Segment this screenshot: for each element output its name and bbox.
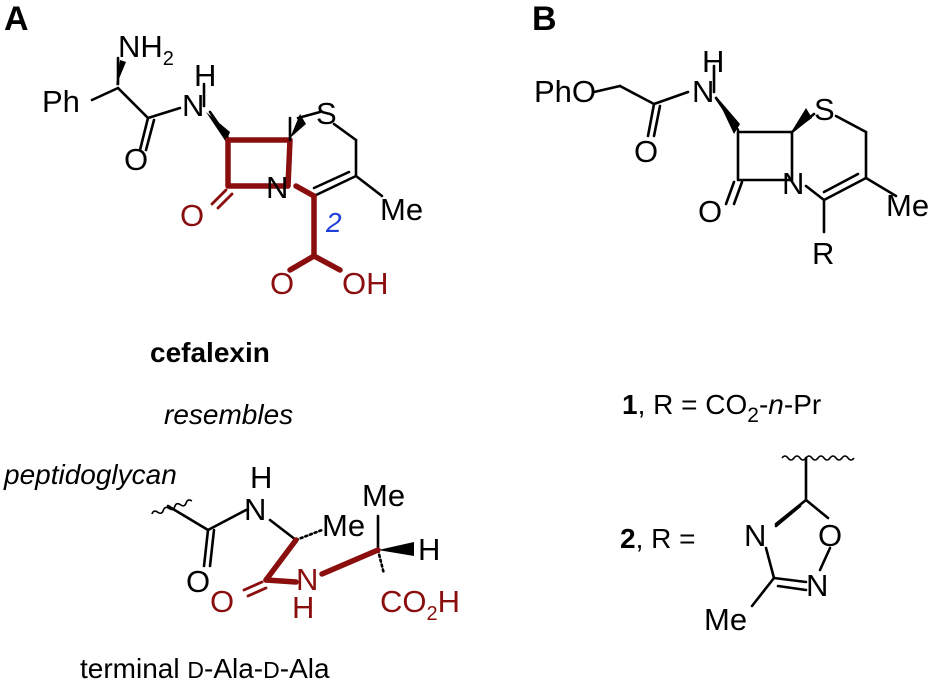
atom-oh: OH — [342, 266, 389, 301]
atom-h-dala: H — [250, 460, 272, 495]
atom-o-lactam: O — [180, 198, 204, 233]
atom-o-b: O — [634, 134, 658, 169]
wedge-bond-3 — [116, 60, 126, 86]
atom-me: Me — [380, 192, 423, 227]
oxadiazole-structure — [750, 455, 855, 608]
atom-n2-oxadiazole: N — [806, 568, 828, 603]
atom-o-dala-red: O — [210, 584, 234, 619]
terminal-label: terminal D-Ala-D-Ala — [80, 653, 330, 684]
panel-b-label: B — [532, 0, 557, 38]
atom-s: S — [316, 96, 337, 131]
highlighted-bonds — [210, 137, 343, 273]
atom-o-lactam-b: O — [698, 194, 722, 229]
atom-me-oxadiazole: Me — [704, 602, 747, 637]
atom-o-dala: O — [186, 564, 210, 599]
atom-ph: Ph — [42, 84, 80, 119]
atom-co2h: CO2H — [380, 584, 460, 625]
atom-s-b: S — [814, 92, 835, 127]
atom-me-dala: Me — [322, 508, 365, 543]
compound-1-label: 1, R = CO2-n-Pr — [622, 389, 821, 427]
compound-name: cefalexin — [150, 337, 270, 368]
atom-n-dala-red: N — [296, 562, 318, 597]
atom-n-ring: N — [266, 170, 288, 205]
dala-highlight — [242, 537, 381, 598]
compound-2-label: 2, R = — [620, 523, 696, 554]
atom-o: O — [124, 142, 148, 177]
dala-dala-structure — [151, 499, 386, 576]
atom-me-dala-2: Me — [362, 478, 405, 513]
atom-n-ring-b: N — [782, 166, 804, 201]
atom-o-oxadiazole: O — [818, 518, 842, 553]
atom-n-oxadiazole: N — [744, 518, 766, 553]
atom-pho: PhO — [534, 74, 596, 109]
locant-2: 2 — [325, 207, 342, 238]
wedge-bond-b — [716, 96, 740, 134]
peptidoglycan-label: peptidoglycan — [3, 459, 177, 490]
resembles-text: resembles — [164, 399, 293, 430]
cefalexin-structure — [90, 56, 384, 198]
atom-h-dala-2: H — [418, 532, 440, 567]
wedge-bond-b-2 — [790, 108, 812, 134]
atom-n-dala: N — [244, 492, 266, 527]
panel-a-label: A — [4, 0, 29, 38]
atom-o-acid: O — [270, 266, 294, 301]
wedge-bond — [206, 112, 230, 142]
atom-n: N — [182, 88, 204, 123]
wedge-bond-dala — [378, 542, 414, 556]
atom-r: R — [812, 236, 834, 271]
atom-nh2: NH2 — [118, 29, 174, 70]
atom-h-b: H — [702, 44, 724, 79]
atom-n-b: N — [692, 74, 714, 109]
atom-h-dala-red: H — [292, 590, 314, 625]
wedge-bond-2 — [290, 114, 306, 138]
atom-me-b: Me — [886, 188, 929, 223]
atom-h: H — [194, 58, 216, 93]
